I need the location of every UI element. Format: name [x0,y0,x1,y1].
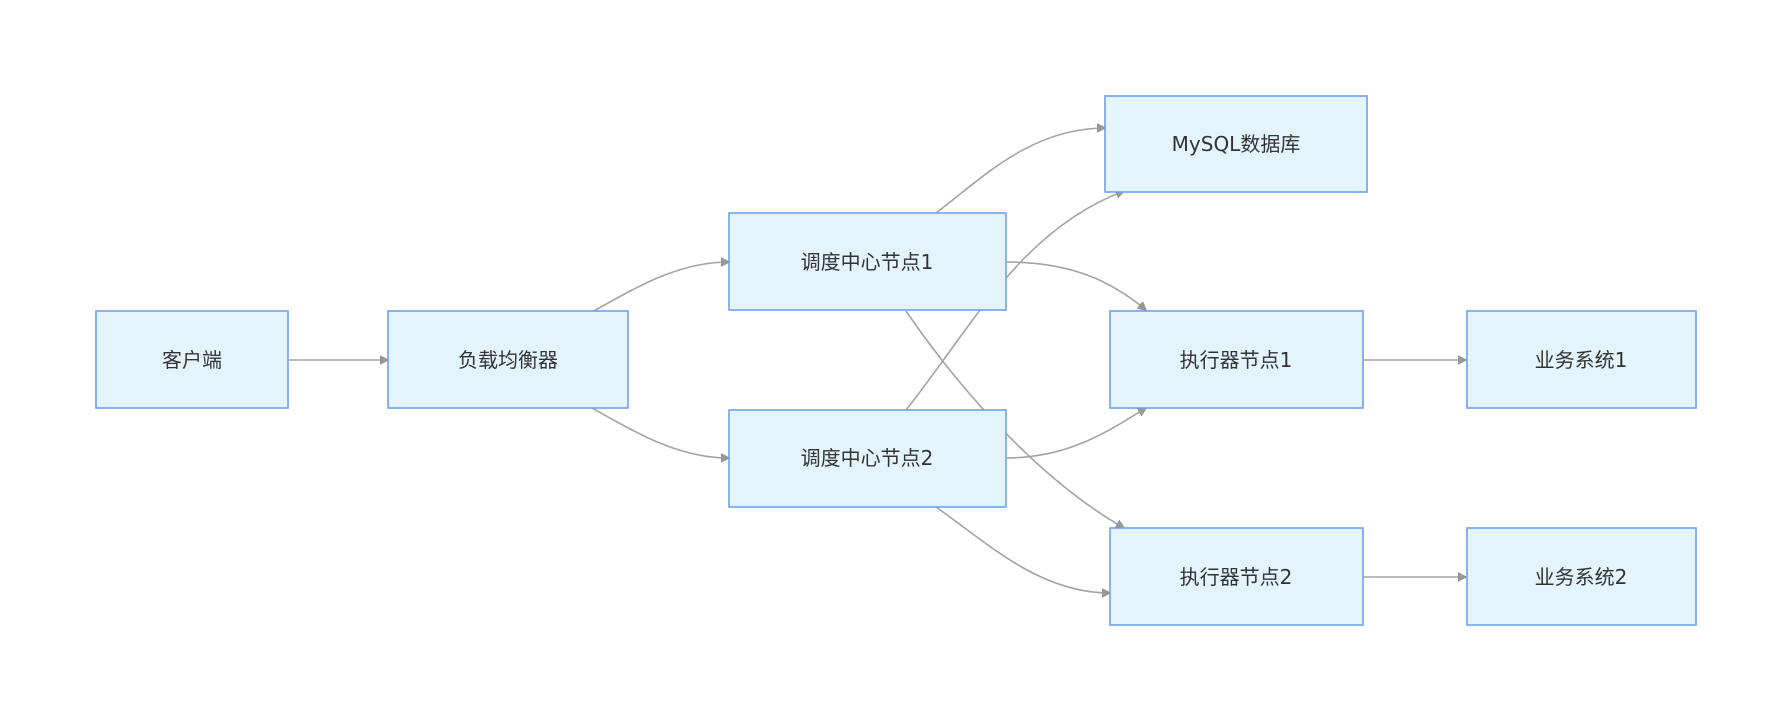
edge-lb-to-sched2 [591,407,729,458]
node-scheduler-2-label: 调度中心节点2 [801,446,934,470]
nodes: 客户端 负载均衡器 调度中心节点1 调度中心节点2 MySQL数据库 执行器节点… [95,95,1697,626]
node-business-1[interactable]: 业务系统1 [1466,310,1697,409]
edge-sched2-to-exec1 [1005,408,1146,459]
node-executor-1[interactable]: 执行器节点1 [1109,310,1364,409]
node-scheduler-1[interactable]: 调度中心节点1 [728,212,1007,311]
node-business-1-label: 业务系统1 [1535,348,1628,372]
node-client-label: 客户端 [162,348,222,372]
edge-sched2-to-exec2 [935,506,1110,593]
edge-sched1-to-exec1 [1005,261,1146,310]
edge-lb-to-sched1 [591,262,729,313]
node-executor-1-label: 执行器节点1 [1180,348,1293,372]
node-client[interactable]: 客户端 [95,310,289,409]
node-mysql[interactable]: MySQL数据库 [1104,95,1368,193]
node-business-2-label: 业务系统2 [1535,565,1628,589]
node-scheduler-2[interactable]: 调度中心节点2 [728,409,1007,508]
node-load-balancer-label: 负载均衡器 [458,348,558,372]
node-load-balancer[interactable]: 负载均衡器 [387,310,629,409]
node-mysql-label: MySQL数据库 [1172,132,1301,156]
node-executor-2[interactable]: 执行器节点2 [1109,527,1364,626]
edge-sched1-to-mysql [935,128,1105,214]
node-scheduler-1-label: 调度中心节点1 [801,250,934,274]
node-business-2[interactable]: 业务系统2 [1466,527,1697,626]
node-executor-2-label: 执行器节点2 [1180,565,1293,589]
